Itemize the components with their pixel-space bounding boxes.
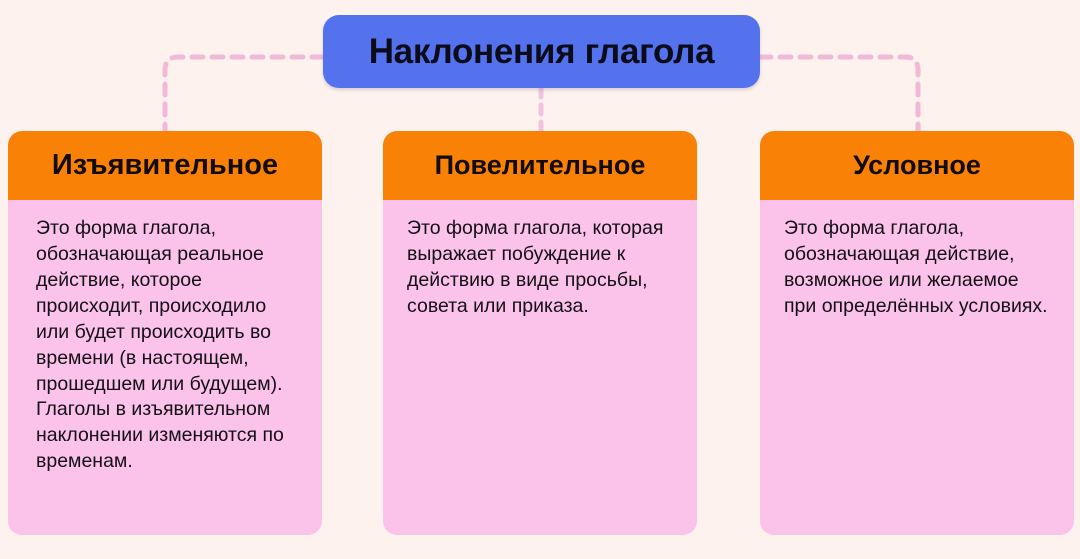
branch-card-indicative: Изъявительное Это форма глагола, обознач… xyxy=(8,131,322,535)
branch-card-conditional: Условное Это форма глагола, обозначающая… xyxy=(760,131,1074,535)
branch-header-label: Изъявительное xyxy=(51,149,279,181)
page-title: Наклонения глагола xyxy=(368,32,715,71)
branch-card-imperative: Повелительное Это форма глагола, которая… xyxy=(383,131,697,535)
branch-header-label: Условное xyxy=(853,150,981,180)
branch-body-conditional: Это форма глагола, обозначающая действие… xyxy=(760,200,1074,535)
branch-body-imperative: Это форма глагола, которая выражает побу… xyxy=(383,200,697,535)
branch-header-imperative: Повелительное xyxy=(383,131,697,200)
connector-left xyxy=(162,54,326,134)
root-node-verb-moods: Наклонения глагола xyxy=(323,15,760,88)
branch-body-text: Это форма глагола, которая выражает побу… xyxy=(407,217,664,317)
branch-body-text: Это форма глагола, обозначающая реальное… xyxy=(36,217,284,473)
connector-right xyxy=(757,54,921,134)
branch-header-indicative: Изъявительное xyxy=(8,131,322,200)
branch-body-indicative: Это форма глагола, обозначающая реальное… xyxy=(8,200,322,535)
branch-header-label: Повелительное xyxy=(434,150,646,180)
branch-header-conditional: Условное xyxy=(760,131,1074,200)
branch-body-text: Это форма глагола, обозначающая действие… xyxy=(784,217,1048,317)
